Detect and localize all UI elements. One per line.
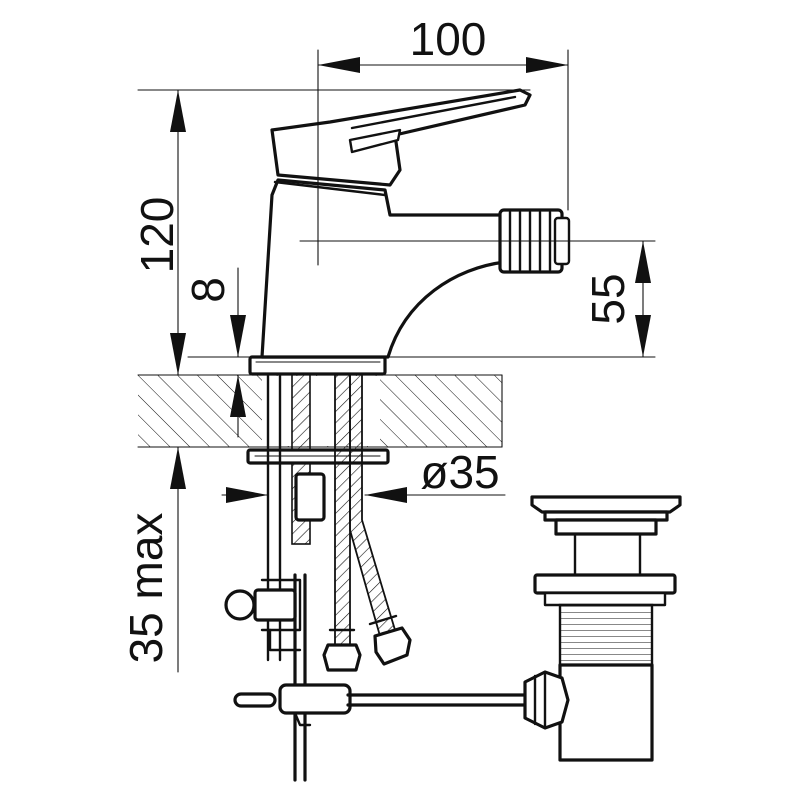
dimension-width-label: 100 — [410, 13, 487, 65]
dimension-width: 100 — [317, 13, 569, 266]
popup-waste — [523, 495, 682, 762]
dimension-outlet-label: 55 — [582, 273, 634, 324]
dimension-outlet: 55 — [187, 240, 656, 358]
mixer-body — [248, 178, 507, 376]
flexible-hoses — [322, 373, 412, 672]
dimension-deck: 35 max — [120, 446, 186, 673]
dimension-diameter-label: ø35 — [420, 446, 499, 498]
dimension-height: 120 — [131, 89, 531, 376]
countertop-section — [137, 374, 503, 448]
lever-handle — [270, 88, 532, 187]
dimension-base-label: 8 — [182, 277, 234, 303]
dimension-height-label: 120 — [131, 197, 183, 274]
dimension-base: 8 — [182, 267, 246, 438]
dimension-diameter: ø35 — [221, 446, 506, 503]
popup-linkage — [224, 573, 527, 782]
dimension-deck-label: 35 max — [120, 513, 172, 664]
